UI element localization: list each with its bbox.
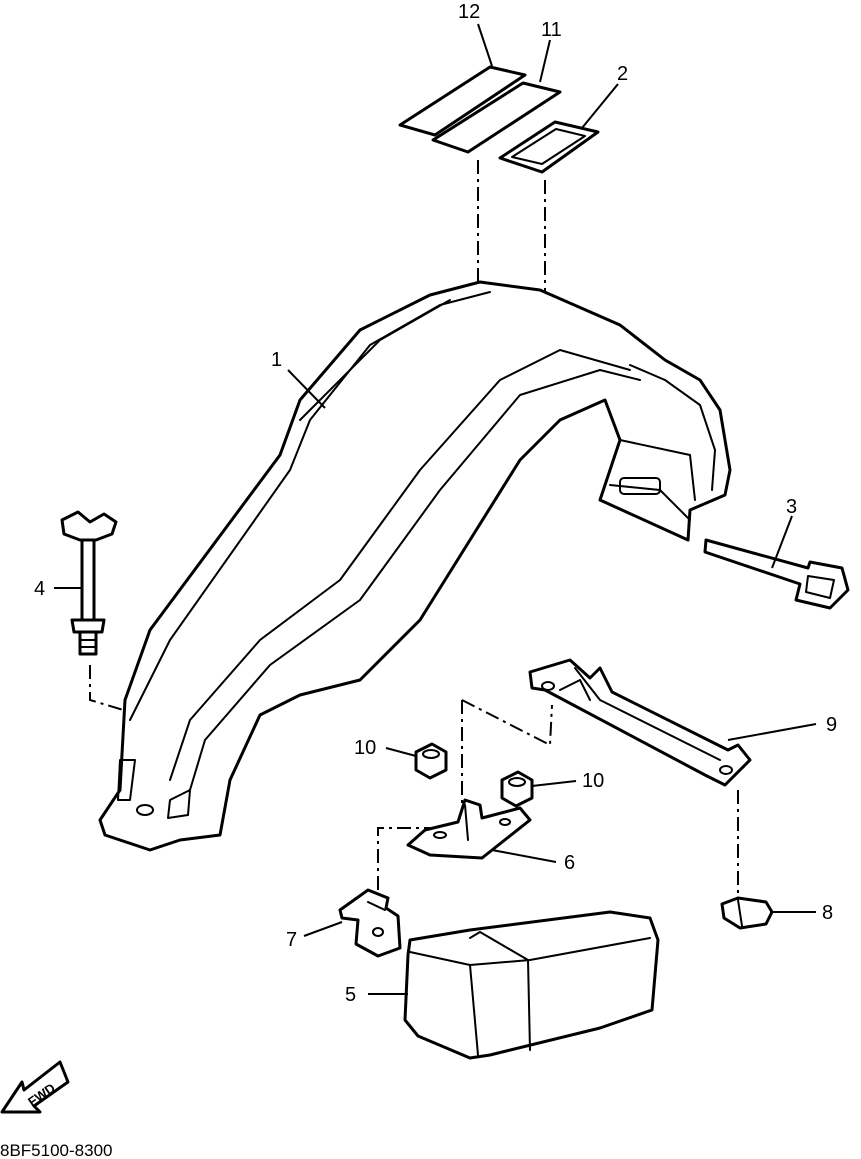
callout-6: 6	[564, 852, 575, 874]
strap-part-9	[528, 658, 752, 787]
seal-part-2	[498, 120, 600, 174]
callout-10-right: 10	[582, 770, 604, 792]
callout-8: 8	[822, 902, 833, 924]
callout-2: 2	[617, 63, 628, 85]
wing-bolt-part-4	[60, 510, 118, 656]
fwd-arrow-icon: FWD	[0, 1060, 70, 1114]
pad-part-12	[398, 65, 527, 137]
callout-labels: 12 11 2 1 3 4 9 10 10 6 7 8 5	[34, 1, 837, 1006]
callout-9: 9	[826, 714, 837, 736]
clamp-part-7	[338, 888, 402, 958]
callout-5: 5	[345, 984, 356, 1006]
box-part-5	[403, 910, 660, 1060]
nut-part-10-left	[414, 742, 448, 780]
callout-12: 12	[458, 1, 480, 23]
callout-11: 11	[541, 19, 562, 41]
leader-lines	[54, 23, 817, 995]
callout-3: 3	[786, 496, 797, 518]
hook-part-3	[703, 538, 850, 610]
callout-7: 7	[286, 929, 297, 951]
bracket-part-6	[406, 798, 532, 860]
callout-10-left: 10	[354, 737, 376, 759]
nut-part-10-right	[500, 770, 534, 808]
callout-4: 4	[34, 578, 45, 600]
clip-part-8	[720, 896, 774, 930]
callout-1: 1	[271, 349, 282, 371]
pad-part-11	[431, 81, 562, 154]
diagram-code: 8BF5100-8300	[0, 1141, 112, 1159]
rear-fender-part-1	[98, 280, 732, 852]
